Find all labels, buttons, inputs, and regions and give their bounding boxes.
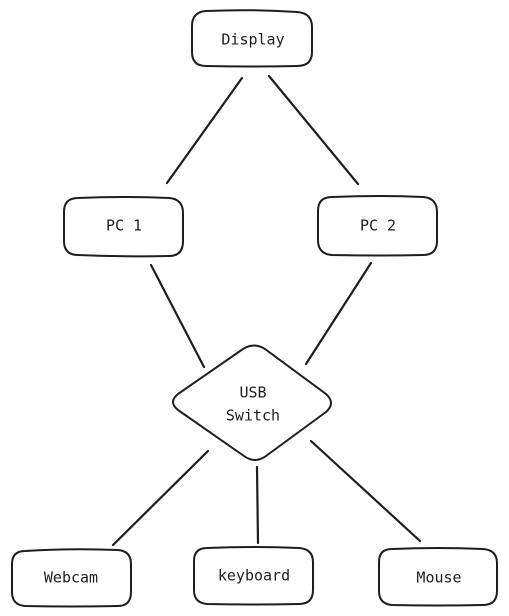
node-usb-switch-diamond [172,344,332,461]
node-pc1-box [63,196,184,258]
node-mouse-label: Mouse [416,569,461,587]
node-webcam-box [11,548,132,608]
node-pc2-label: PC 2 [360,217,396,235]
edge-pc2-usb-switch [304,261,373,366]
node-usb-switch-label-line2: Switch [226,407,280,425]
node-display-label: Display [221,31,284,49]
node-keyboard: keyboard [193,546,314,606]
node-pc2-box [317,195,438,257]
node-usb-switch-label-line1: USB [239,384,266,402]
node-pc1-label: PC 1 [106,217,142,235]
edges [111,74,422,547]
node-keyboard-box [193,546,314,606]
node-webcam: Webcam [11,548,132,608]
edge-pc1-usb-switch [149,263,206,369]
edge-usb-switch-mouse [309,439,422,543]
node-display: Display [191,9,313,68]
node-pc2: PC 2 [317,195,438,257]
edge-usb-switch-keyboard [255,465,260,545]
node-webcam-label: Webcam [44,569,98,587]
node-usb-switch: USB Switch [172,344,332,461]
edge-display-pc1 [165,76,244,185]
node-mouse-box [378,547,498,607]
edge-display-pc2 [267,74,360,186]
node-pc1: PC 1 [63,196,184,258]
edge-usb-switch-webcam [111,449,210,547]
node-mouse: Mouse [378,547,498,607]
node-display-box [191,9,313,68]
node-keyboard-label: keyboard [218,567,290,585]
